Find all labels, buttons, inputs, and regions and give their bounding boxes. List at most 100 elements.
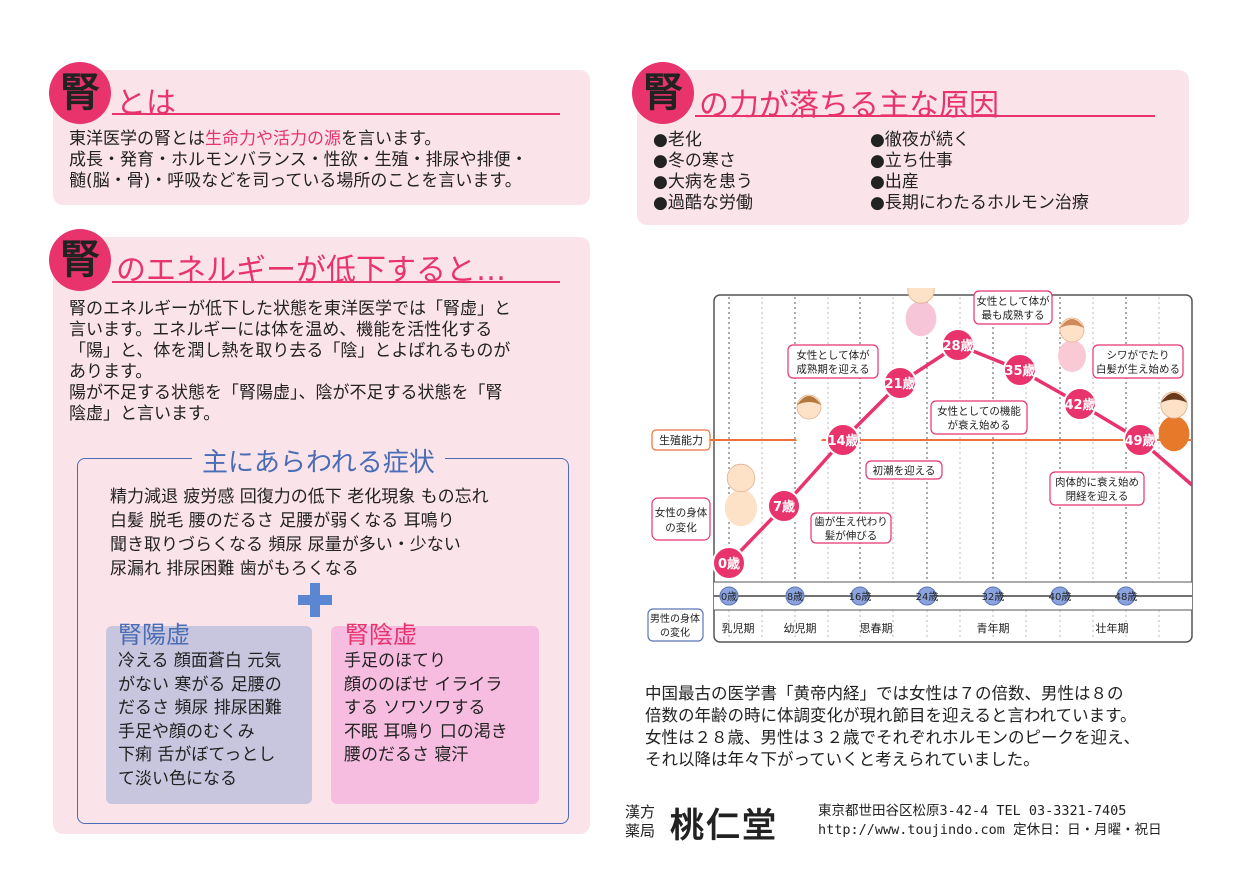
energy-line: 陰虚」と言います。	[69, 404, 221, 424]
callout-text: 初潮を迎える	[873, 464, 936, 477]
fertility-label: 生殖能力	[659, 433, 703, 447]
female-age-node	[941, 328, 975, 362]
callout-box	[930, 400, 1028, 435]
causes-left: ●老化 ●冬の寒さ ●大病を患う ●過酷な労働	[653, 130, 753, 214]
symptom-line: 精力減退 疲労感 回復力の低下 老化現象 もの忘れ	[110, 487, 489, 507]
chart-gridlines	[728, 297, 1160, 640]
shop-type-line: 薬局	[625, 822, 656, 840]
female-label-box	[651, 497, 711, 541]
cause-item: ●長期にわたるホルモン治療	[870, 193, 1089, 213]
jin-badge: 腎	[49, 229, 111, 291]
yang-line: 冷える 顔面蒼白 元気	[118, 651, 282, 671]
male-age-label: 0歳	[721, 591, 737, 603]
male-age-label: 16歳	[849, 591, 872, 603]
jin-badge: 腎	[632, 62, 694, 124]
figure-body	[795, 417, 823, 449]
callout-text: 最も成熟する	[982, 309, 1045, 322]
female-age-label: 28歳	[942, 338, 973, 354]
yin-deficiency-box	[331, 626, 539, 804]
male-age-node	[719, 586, 739, 606]
figure-face	[726, 463, 756, 493]
yang-line: て淡い色になる	[118, 768, 237, 789]
male-age-label: 32歳	[982, 591, 1005, 603]
cause-item: ●立ち仕事	[870, 151, 953, 171]
shop-type: 漢方 薬局	[625, 803, 655, 841]
plus-icon	[298, 583, 332, 617]
callout-box	[787, 344, 879, 379]
figure-body	[1158, 416, 1190, 452]
callout-text: シワがでたり	[1107, 349, 1170, 362]
female-age-label: 49歳	[1124, 433, 1155, 449]
baby-figure	[724, 463, 758, 527]
male-age-label: 40歳	[1049, 591, 1072, 603]
yang-line: がない 寒がる 足腰の	[118, 674, 282, 695]
figure-body	[905, 301, 937, 337]
male-label: 男性の身体	[650, 612, 700, 625]
energy-line: あります。	[69, 362, 153, 382]
callout-text: 女性としての機能	[937, 405, 1021, 418]
shop-name: 桃仁堂	[670, 806, 778, 846]
definition-line-3: 髄(脳・骨)・呼吸などを司っている場所のことを言います。	[69, 171, 522, 191]
footnote-line: 女性は２８歳、男性は３２歳でそれぞれホルモンのピークを迎え、	[645, 728, 1140, 747]
female-age-node	[826, 423, 860, 457]
energy-line: 「陽」と、体を潤し熱を取り去る「陰」とよばれるものが	[69, 341, 511, 361]
older-woman-figure	[1158, 391, 1190, 452]
woman-figure	[905, 288, 937, 337]
callout-text: 白髪が生え始める	[1096, 363, 1180, 376]
male-label-box	[647, 608, 704, 642]
address-line: 東京都世田谷区松原3-42-4 TEL 03-3321-7405	[818, 803, 1127, 819]
cause-item: ●過酷な労働	[653, 193, 753, 213]
woman-aging-figure	[1058, 317, 1086, 372]
female-age-label: 21歳	[884, 376, 915, 392]
yang-line: 手足や顔のむくみ	[118, 721, 255, 742]
definition-line-2: 成長・発育・ホルモンバランス・性欲・生殖・排尿や排便・	[69, 150, 528, 170]
callout-box	[1092, 344, 1184, 379]
symptom-line: 白髪 脱毛 腰のだるさ 足腰が弱くなる 耳鳴り	[110, 511, 455, 531]
symptom-line: 聞き取りづらくなる 頻尿 尿量が多い・少ない	[110, 535, 461, 555]
footnote-line: 中国最古の医学書「黄帝内経」では女性は７の倍数、男性は８の	[645, 684, 1124, 703]
cause-item: ●老化	[653, 130, 702, 150]
yang-deficiency-title: 腎陽虚	[118, 621, 190, 649]
energy-line: 陽が不足する状態を「腎陽虚」、陰が不足する状態を「腎	[69, 383, 503, 403]
callout-text: 女性として体が	[976, 295, 1050, 308]
shop-type-line: 漢方	[625, 803, 656, 821]
male-age-label: 24歳	[916, 591, 939, 603]
definition-text: 東洋医学の腎とは生命力や活力の源を言います。 成長・発育・ホルモンバランス・性欲…	[69, 129, 584, 192]
life-stage-label: 幼児期	[784, 622, 817, 635]
figure-illustrations	[724, 288, 1190, 527]
yang-deficiency-box	[106, 626, 312, 804]
yin-deficiency-title: 腎陰虚	[345, 621, 417, 649]
symptom-line: 尿漏れ 排尿困難 歯がもろくなる	[110, 559, 359, 579]
panel-jin-definition	[53, 70, 590, 205]
life-stage-label: 思春期	[860, 622, 893, 635]
callout-text: が衰え始める	[948, 419, 1011, 432]
figure-body	[1058, 340, 1086, 372]
definition-line-1: 東洋医学の腎とは生命力や活力の源を言います。	[69, 129, 442, 149]
male-label: の変化	[660, 626, 690, 639]
male-age-label: 8歳	[787, 591, 803, 603]
yin-line: する ソワソワする	[344, 698, 486, 718]
energy-line: 腎のエネルギーが低下した状態を東洋医学では「腎虚」と	[69, 299, 511, 319]
callout-text: 成熟期を迎える	[796, 363, 869, 376]
energy-line: 言います。エネルギーには体を温め、機能を活性化する	[69, 320, 493, 340]
callout-box	[865, 460, 943, 480]
male-age-node	[983, 586, 1003, 606]
heading-underline	[112, 281, 560, 283]
footnote-text: 中国最古の医学書「黄帝内経」では女性は７の倍数、男性は８の 倍数の年齢の時に体調…	[645, 683, 1140, 771]
yang-line: だるさ 頻尿 排尿困難	[118, 698, 282, 718]
male-age-node	[917, 586, 937, 606]
life-stage-label: 壮年期	[1096, 621, 1129, 635]
callout-box	[810, 512, 892, 544]
symptoms-list: 精力減退 疲労感 回復力の低下 老化現象 もの忘れ 白髪 脱毛 腰のだるさ 足腰…	[110, 485, 489, 581]
female-age-label: 7歳	[773, 499, 795, 515]
female-age-node	[712, 546, 746, 580]
url-hours-line[interactable]: http://www.toujindo.com 定休日：日・月曜・祝日	[818, 822, 1162, 838]
female-label: の変化	[665, 521, 697, 534]
shop-address: 東京都世田谷区松原3-42-4 TEL 03-3321-7405 http://…	[818, 802, 1162, 840]
female-label: 女性の身体	[655, 506, 708, 519]
callout-box	[1049, 471, 1145, 506]
yang-line: 下痢 舌がぼてっとし	[118, 745, 276, 765]
figure-face	[907, 288, 935, 304]
callout-text: 女性として体が	[796, 349, 870, 362]
